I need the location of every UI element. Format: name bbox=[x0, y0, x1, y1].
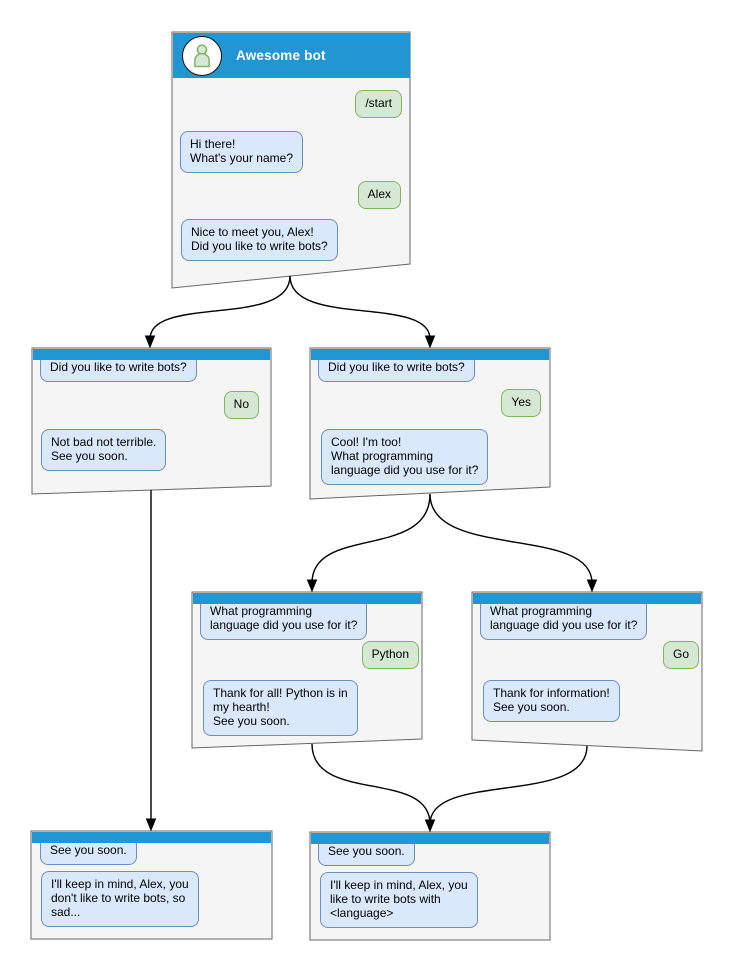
user-message-python: Python bbox=[361, 641, 419, 669]
avatar bbox=[182, 35, 222, 76]
bot-message-response: Not bad not terrible. See you soon. bbox=[41, 429, 167, 471]
bot-message-question: Nice to meet you, Alex! Did you like to … bbox=[181, 219, 338, 261]
chat-window-python: What programming language did you use fo… bbox=[192, 592, 422, 748]
arrowhead-main-to-no bbox=[144, 335, 156, 349]
window-titlebar bbox=[32, 832, 271, 843]
chat-window-yes: Did you like to write bots? Yes Cool! I'… bbox=[310, 348, 550, 499]
bot-message-response: Cool! I'm too! What programming language… bbox=[321, 429, 489, 485]
chat-window-main: Awesome bot /start Hi there! What's your… bbox=[172, 32, 411, 289]
arrowhead-no-to-end-no bbox=[145, 818, 157, 832]
window-titlebar bbox=[473, 593, 701, 604]
connector-yes-to-go bbox=[429, 493, 593, 584]
user-message-name: Alex bbox=[357, 181, 401, 209]
connector-main-to-yes bbox=[289, 275, 431, 340]
chat-window-go: What programming language did you use fo… bbox=[472, 592, 702, 751]
window-titlebar bbox=[311, 349, 549, 360]
bot-message-question: What programming language did you use fo… bbox=[480, 598, 648, 640]
person-icon bbox=[194, 43, 210, 67]
window-title: Awesome bot bbox=[236, 48, 326, 63]
connector-python-to-end-yes bbox=[311, 743, 431, 825]
user-message-yes: Yes bbox=[501, 389, 541, 417]
connector-go-to-end-yes bbox=[429, 745, 588, 825]
arrowhead-to-end-yes bbox=[424, 819, 436, 833]
window-titlebar bbox=[311, 833, 549, 844]
arrowhead-yes-to-python bbox=[306, 579, 318, 593]
bot-message-question: What programming language did you use fo… bbox=[200, 598, 368, 640]
user-message-no: No bbox=[223, 391, 259, 419]
user-message-go: Go bbox=[662, 641, 699, 669]
bot-message-response: Thank for information! See you soon. bbox=[483, 680, 620, 722]
window-titlebar bbox=[193, 593, 421, 604]
bot-message-response: I'll keep in mind, Alex, you like to wri… bbox=[320, 872, 478, 928]
window-titlebar: Awesome bot bbox=[173, 33, 410, 78]
user-message-start: /start bbox=[355, 90, 402, 118]
bot-message-response: Thank for all! Python is in my hearth! S… bbox=[203, 680, 358, 736]
arrowhead-yes-to-go bbox=[586, 579, 598, 593]
window-titlebar bbox=[33, 349, 270, 360]
chat-window-end-yes: See you soon. I'll keep in mind, Alex, y… bbox=[310, 832, 550, 940]
connector-main-to-no bbox=[149, 275, 291, 340]
bot-message-greeting: Hi there! What's your name? bbox=[180, 131, 304, 173]
connector-yes-to-python bbox=[311, 493, 431, 584]
bot-message-response: I'll keep in mind, Alex, you don't like … bbox=[41, 871, 199, 927]
arrowhead-main-to-yes bbox=[424, 335, 436, 349]
chat-window-no: Did you like to write bots? No Not bad n… bbox=[32, 348, 271, 494]
chat-window-end-no: See you soon. I'll keep in mind, Alex, y… bbox=[31, 831, 272, 939]
